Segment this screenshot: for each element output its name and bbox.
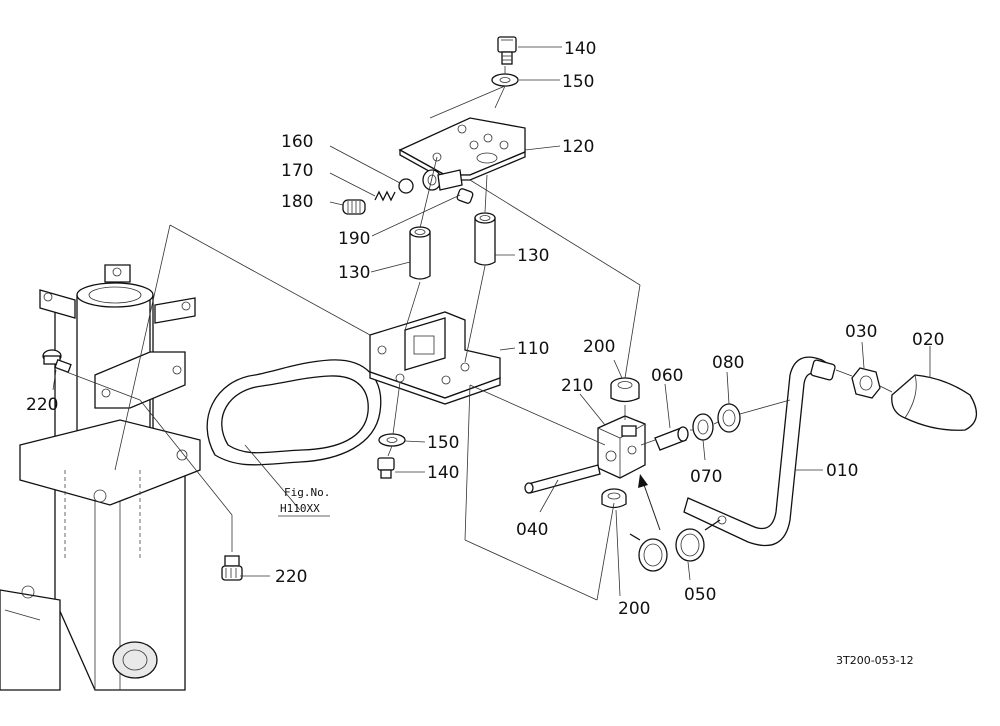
label-070: 070 [690, 467, 722, 487]
bushing-200-top [610, 377, 640, 403]
steering-column-frame [0, 264, 201, 691]
pivot-block-210 [597, 415, 646, 479]
drawing-number: 3T200-053-12 [836, 654, 914, 667]
label-040: 040 [516, 520, 548, 540]
figure-reference: Fig.No. H110XX [278, 486, 330, 517]
label-010: 010 [826, 461, 858, 481]
pin-130-right [474, 212, 496, 266]
ball-160 [398, 178, 414, 194]
spring-170 [374, 190, 396, 202]
label-170: 170 [281, 161, 313, 181]
label-030: 030 [845, 322, 877, 342]
washer-150-bottom [378, 433, 406, 447]
label-200-top: 200 [583, 337, 615, 357]
label-220-top: 220 [26, 395, 58, 415]
bolt-140-top [497, 36, 517, 65]
bolt-220-top [42, 349, 72, 373]
direction-arrow [638, 474, 661, 531]
bushing-200-bottom [601, 488, 627, 509]
label-160: 160 [281, 132, 313, 152]
handle-loop [206, 359, 382, 466]
sleeve-060 [654, 426, 689, 451]
washer-070 [692, 413, 714, 441]
label-180: 180 [281, 192, 313, 212]
label-140-top: 140 [564, 39, 596, 59]
knob-020 [891, 374, 977, 431]
fig-ref-line2: H110XX [280, 502, 320, 515]
label-060: 060 [651, 366, 683, 386]
spring-050 [629, 519, 721, 572]
pin-040 [524, 464, 601, 494]
washer-080 [717, 403, 741, 433]
part-labels: 140 150 120 160 170 180 190 130 130 110 … [26, 39, 944, 619]
nut-030 [851, 367, 881, 399]
washer-150-top [491, 73, 519, 87]
label-140-bottom: 140 [427, 463, 459, 483]
bolt-140-bottom [377, 457, 395, 479]
set-screw-180 [342, 199, 366, 215]
label-020: 020 [912, 330, 944, 350]
bolt-220-bottom [221, 555, 243, 581]
label-110: 110 [517, 339, 549, 359]
pin-130-left [409, 226, 431, 280]
set-screw-190 [456, 188, 474, 204]
label-130-right: 130 [517, 246, 549, 266]
base-bracket-110 [369, 311, 501, 405]
label-200-bottom: 200 [618, 599, 650, 619]
label-220-bottom: 220 [275, 567, 307, 587]
fig-ref-line1: Fig.No. [284, 486, 330, 499]
label-050: 050 [684, 585, 716, 605]
label-150-top: 150 [562, 72, 594, 92]
label-080: 080 [712, 353, 744, 373]
assembly-guide-lines [52, 46, 931, 601]
label-130-left: 130 [338, 263, 370, 283]
label-120: 120 [562, 137, 594, 157]
label-190: 190 [338, 229, 370, 249]
plate-120 [398, 117, 526, 191]
label-210: 210 [561, 376, 593, 396]
lever-010 [683, 356, 836, 547]
label-150-bottom: 150 [427, 433, 459, 453]
